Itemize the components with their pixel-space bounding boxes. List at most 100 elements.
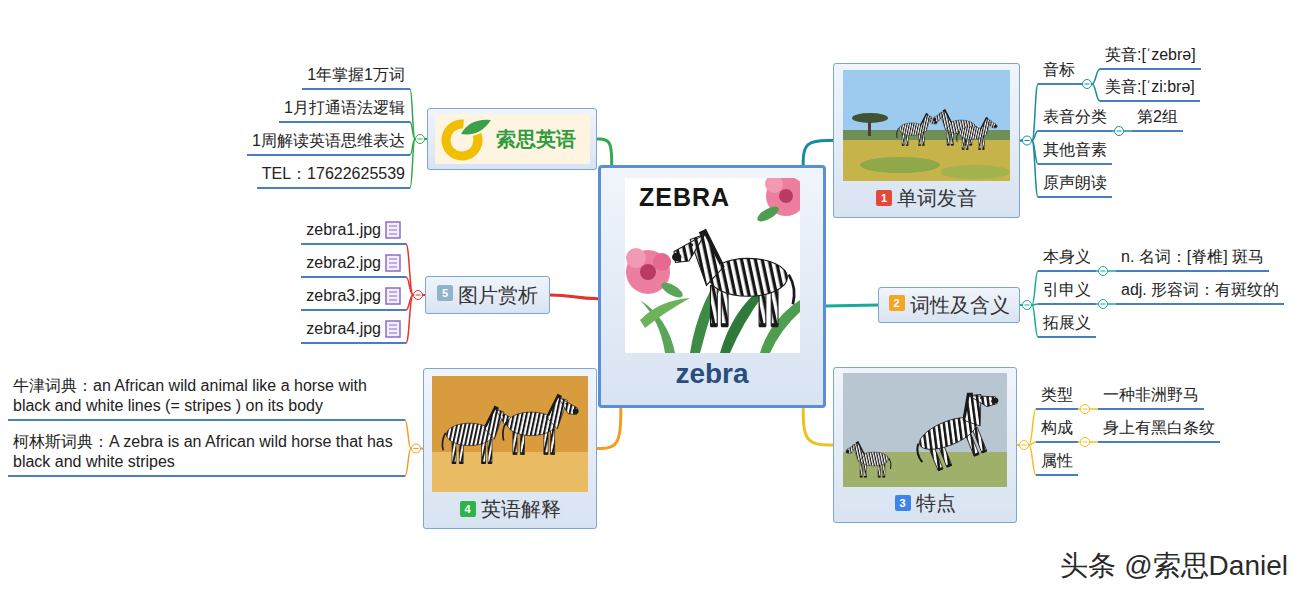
zebra-photo xyxy=(846,442,891,478)
branch-connector xyxy=(597,139,612,165)
subtopic-text: 拓展义 xyxy=(1043,313,1091,333)
zebra-photo xyxy=(843,70,1010,181)
subtopic-text: zebra1.jpg xyxy=(306,220,381,240)
subtopic-text: n. 名词：[脊椎] 斑马 xyxy=(1121,247,1264,267)
subtopic: 美音:[ˈzi:brə] xyxy=(1100,77,1200,102)
subtopic: 身上有黑白条纹 xyxy=(1098,418,1220,443)
subtopic: TEL：17622625539 xyxy=(257,164,410,189)
attachment-icon xyxy=(386,288,400,304)
attachment-icon xyxy=(389,263,397,264)
box-fill xyxy=(598,165,826,408)
topic-box: 5图片赏析 xyxy=(425,276,550,314)
subtopic-text: 柯林斯词典：A zebra is an African wild horse t… xyxy=(13,433,393,470)
branch-connector xyxy=(803,408,833,445)
topic-title: zebra xyxy=(675,357,748,391)
branch-connector xyxy=(406,295,425,343)
collapse-toggle xyxy=(1101,304,1106,305)
subtopic-text: 类型 xyxy=(1041,385,1073,405)
collapse-toggle xyxy=(1023,136,1032,145)
attachment-icon xyxy=(385,221,401,239)
branch-connector xyxy=(406,244,425,295)
collapse-toggle xyxy=(1020,441,1029,450)
subtopic: 牛津词典：an African wild animal like a horse… xyxy=(8,376,405,421)
subtopic: 构成 xyxy=(1036,418,1078,443)
attachment-icon xyxy=(389,234,397,235)
subtopic-text: 身上有黑白条纹 xyxy=(1103,418,1215,438)
branch-connector xyxy=(597,408,621,449)
collapse-toggle xyxy=(418,139,423,140)
subtopic-text: 第2组 xyxy=(1137,107,1178,127)
subtopic: 1年掌握1万词 xyxy=(302,65,410,90)
attachment-icon xyxy=(389,300,397,301)
topic-title: 英语解释 xyxy=(481,496,561,522)
attachment-icon xyxy=(389,329,397,330)
watermark: 头条 @索思Daniel xyxy=(1060,547,1288,585)
subtopic: 拓展义 xyxy=(1038,313,1096,338)
flower xyxy=(779,189,793,203)
collapse-toggle xyxy=(1025,140,1030,141)
flower xyxy=(659,280,685,301)
subtopic-text: 表音分类 xyxy=(1043,107,1107,127)
flower xyxy=(626,248,646,268)
zebra-photo xyxy=(957,118,998,150)
topic-box: 索思英语 xyxy=(427,108,597,170)
subtopic-text: zebra3.jpg xyxy=(306,286,381,306)
subtopic: 本身义 xyxy=(1038,247,1096,272)
subtopic: 1月打通语法逻辑 xyxy=(279,98,410,123)
subtopic: 引申义 xyxy=(1038,280,1096,305)
collapse-toggle xyxy=(414,448,419,449)
zebra-photo xyxy=(503,395,579,454)
collapse-toggle xyxy=(414,291,423,300)
attachment-icon xyxy=(385,254,401,272)
picture-title: ZEBRA xyxy=(639,183,730,212)
collapse-toggle xyxy=(1081,438,1090,447)
collapse-toggle xyxy=(1085,84,1090,85)
topic-box: 1单词发音 xyxy=(833,63,1020,218)
collapse-toggle xyxy=(1083,80,1092,89)
subtopic: 属性 xyxy=(1036,451,1078,476)
subtopic-text: 牛津词典：an African wild animal like a horse… xyxy=(13,377,367,414)
attachment-icon xyxy=(385,320,401,338)
collapse-toggle xyxy=(416,135,425,144)
branch-connector xyxy=(1020,271,1038,305)
subtopic: 第2组 xyxy=(1132,107,1183,132)
collapse-toggle xyxy=(1025,305,1030,306)
collapse-toggle xyxy=(1023,301,1032,310)
attachment-icon xyxy=(389,267,397,268)
callout-number: 3 xyxy=(895,495,911,511)
subtopic-text: 本身义 xyxy=(1043,247,1091,267)
central-picture xyxy=(640,298,690,328)
collapse-toggle xyxy=(416,295,421,296)
collapse-toggle xyxy=(1023,136,1032,145)
attachment-icon xyxy=(389,230,397,231)
subtopic: n. 名词：[脊椎] 斑马 xyxy=(1116,247,1269,272)
collapse-toggle xyxy=(1081,405,1090,414)
subtopic: 1周解读英语思维表达 xyxy=(247,131,410,156)
subtopic: 英音:[ˈzebrə] xyxy=(1100,45,1201,70)
branch-connector xyxy=(1017,445,1036,475)
collapse-toggle xyxy=(1101,271,1106,272)
subtopic: 类型 xyxy=(1036,385,1078,410)
box-fill xyxy=(878,287,1020,323)
callout-number: 4 xyxy=(460,501,476,517)
subtopic-text: 属性 xyxy=(1041,451,1073,471)
collapse-toggle xyxy=(1020,441,1029,450)
subtopic-text: 1年掌握1万词 xyxy=(307,65,405,85)
collapse-toggle xyxy=(1115,127,1124,136)
subtopic-text: 原声朗读 xyxy=(1043,173,1107,193)
branch-connector xyxy=(410,89,427,139)
subtopic: zebra3.jpg xyxy=(301,286,406,311)
box-fill xyxy=(423,63,1020,529)
zebra-photo xyxy=(432,376,588,492)
subtopic-text: 引申义 xyxy=(1043,280,1091,300)
subtopic-text: 英音:[ˈzebrə] xyxy=(1105,45,1196,65)
collapse-toggle xyxy=(1115,127,1124,136)
brand-logo xyxy=(435,114,590,164)
callout-number: 1 xyxy=(876,190,892,206)
topic-box: 4 英语解释 xyxy=(423,368,597,529)
subtopic: zebra4.jpg xyxy=(301,319,406,344)
flower xyxy=(765,178,783,193)
callout-number: 2 xyxy=(889,295,905,311)
subtopic: 一种非洲野马 xyxy=(1098,385,1204,410)
